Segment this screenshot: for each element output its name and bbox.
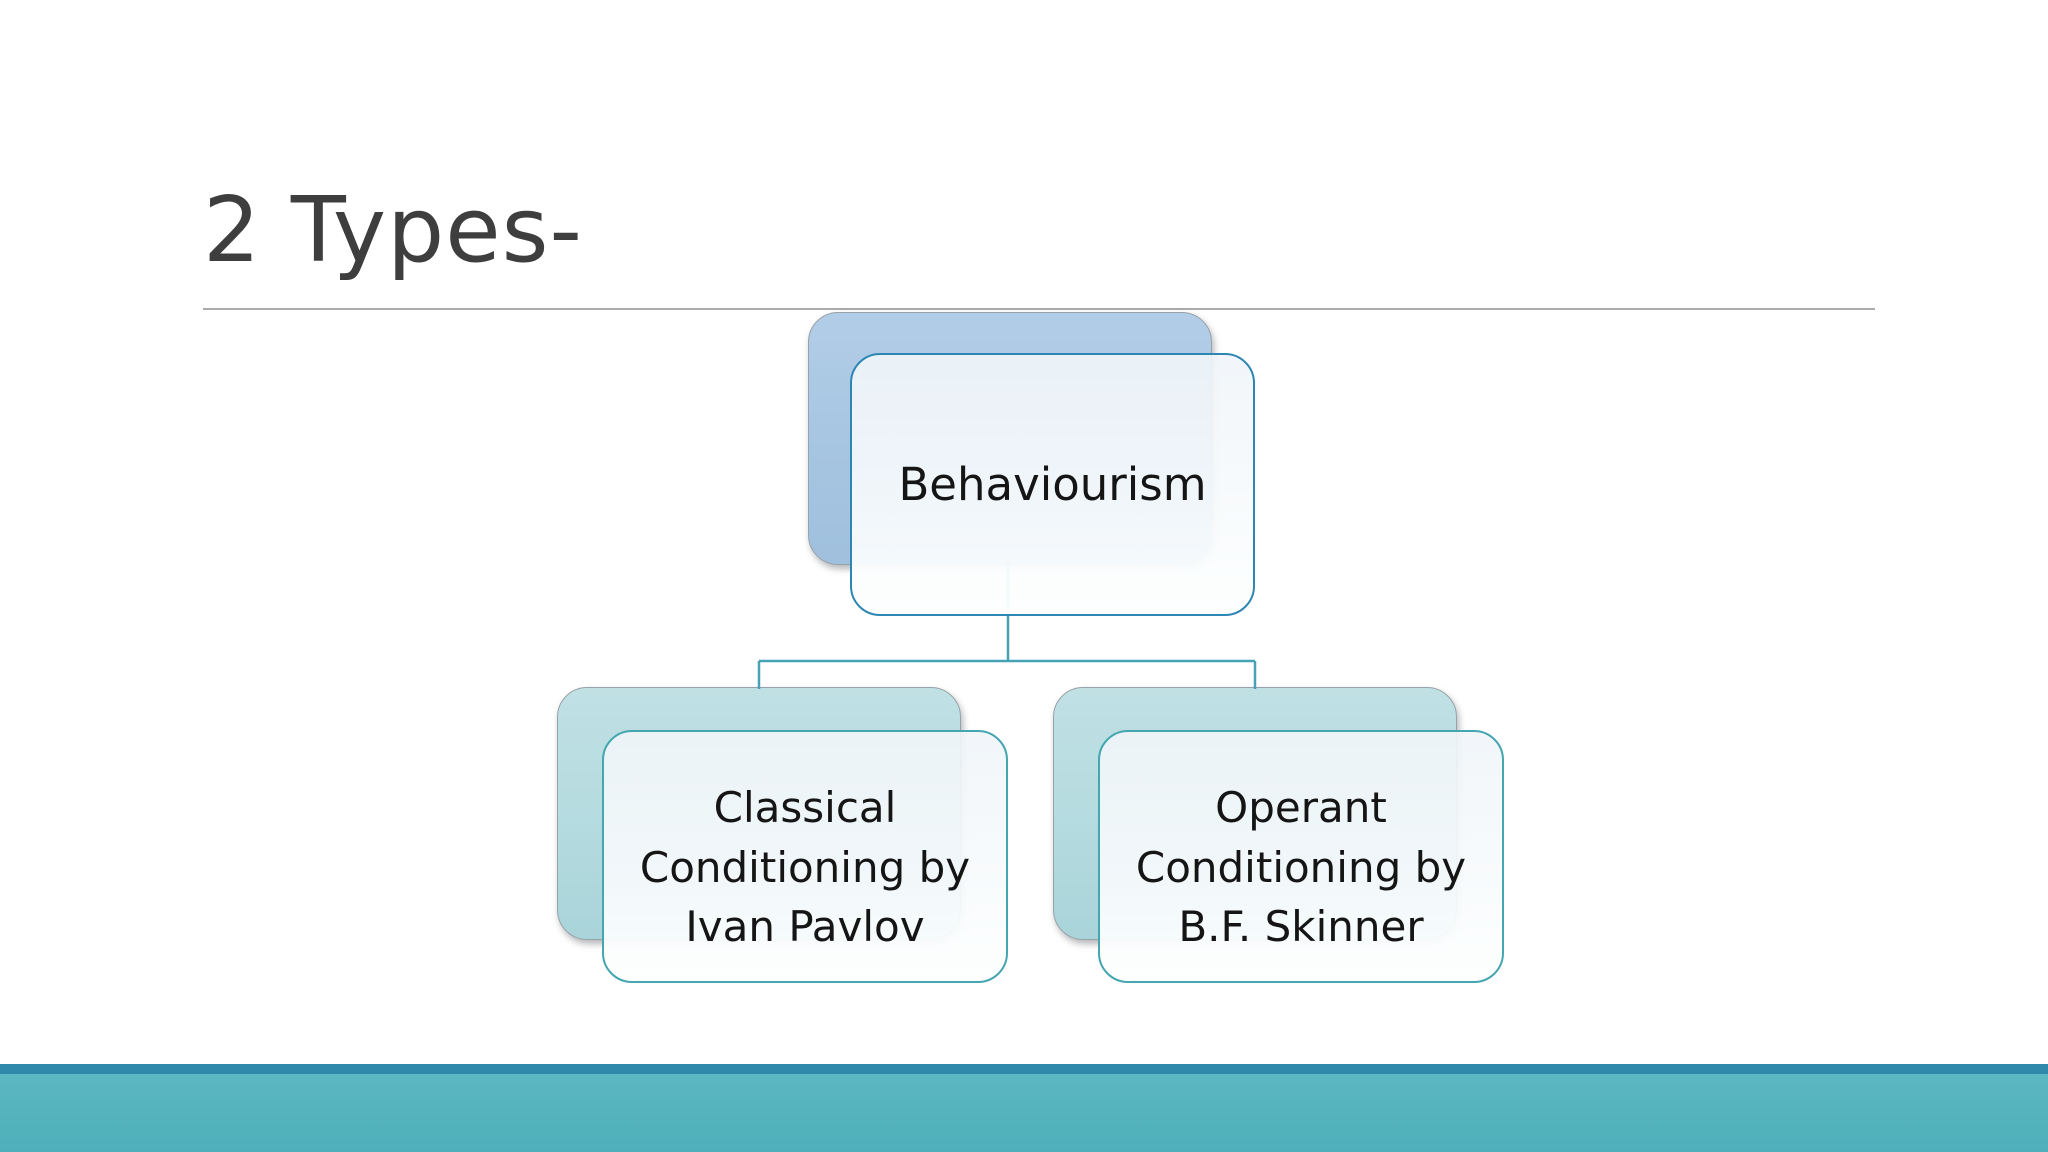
node-behaviourism-label: Behaviourism [898,458,1207,511]
node-classical-conditioning: Classical Conditioning by Ivan Pavlov [602,730,1008,983]
footer-accent-strip [0,1064,2048,1074]
node-behaviourism: Behaviourism [850,353,1255,616]
node-operant-conditioning: Operant Conditioning by B.F. Skinner [1098,730,1504,983]
slide-title: 2 Types- [203,178,583,283]
footer-bar [0,1074,2048,1152]
node-operant-conditioning-label: Operant Conditioning by B.F. Skinner [1135,783,1467,952]
title-underline [203,308,1875,310]
node-classical-conditioning-label: Classical Conditioning by Ivan Pavlov [639,783,971,952]
